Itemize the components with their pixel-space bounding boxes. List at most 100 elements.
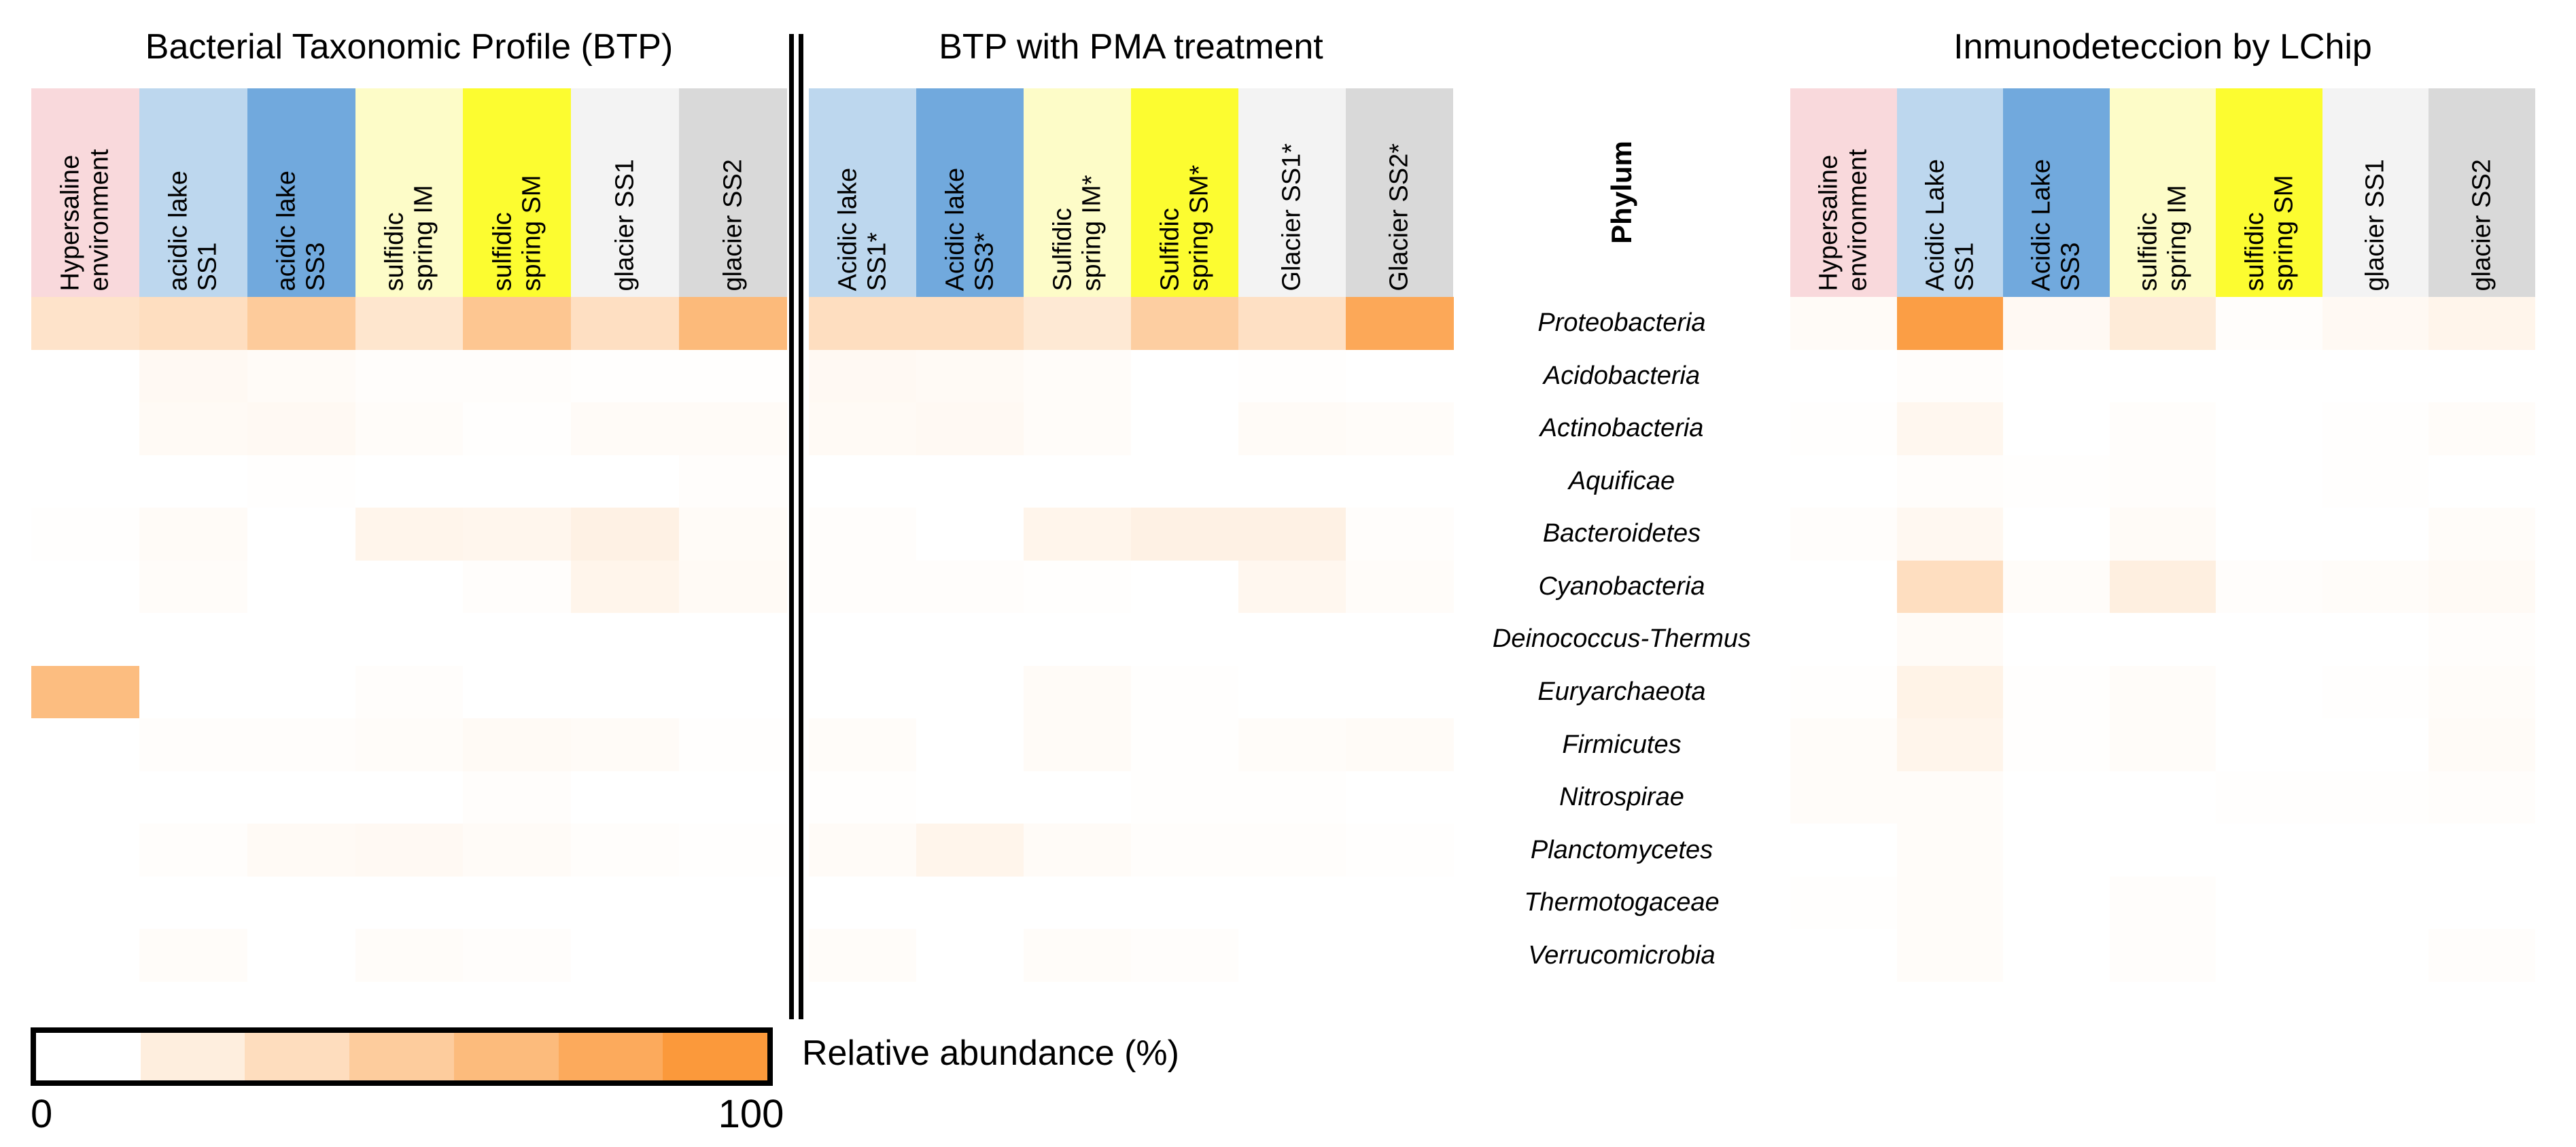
heatmap-cell (1346, 349, 1454, 403)
phylum-label: Firmicutes (1562, 730, 1682, 759)
column-header-label: glacier SS1 (610, 158, 640, 291)
heatmap-cell (1131, 455, 1239, 508)
legend-color-step (349, 1033, 454, 1080)
column-header: Hypersaline environment (1790, 88, 1897, 297)
heatmap-cell (809, 560, 917, 614)
panel-separator-line-left (789, 34, 794, 1019)
heatmap-cell (463, 929, 572, 983)
column-header: sulfidic spring SM (463, 88, 572, 297)
column-header-label: Sulfidic spring SM* (1155, 164, 1213, 291)
heatmap-cell (1238, 560, 1346, 614)
column-header: sulfidic spring IM (355, 88, 464, 297)
column-header: Acidic Lake SS1 (1896, 88, 2004, 297)
heatmap-cell (571, 771, 680, 824)
heatmap-cell (2322, 297, 2429, 351)
heatmap-cell (809, 718, 917, 772)
heatmap-cell (571, 876, 680, 930)
heatmap-cell (1790, 718, 1898, 772)
heatmap-cell (247, 771, 356, 824)
heatmap-cell (355, 876, 464, 930)
heatmap-cell (247, 560, 356, 614)
column-header-label: Acidic Lake SS3 (2027, 158, 2085, 291)
heatmap-cell (1238, 876, 1346, 930)
heatmap-cell (355, 455, 464, 508)
heatmap-cell (139, 876, 248, 930)
heatmap-cell (31, 876, 140, 930)
heatmap-cell (355, 560, 464, 614)
heatmap-cell (916, 613, 1024, 667)
legend-title: Relative abundance (%) (802, 1034, 1179, 1073)
heatmap-cell (2322, 402, 2429, 456)
column-header-label: Acidic Lake SS1 (1921, 158, 1979, 291)
heatmap-cell (1896, 876, 2004, 930)
heatmap-cell (2216, 876, 2323, 930)
heatmap-cell (571, 929, 680, 983)
heatmap-cell (1896, 402, 2004, 456)
heatmap-cell (679, 508, 788, 561)
heatmap-cell (247, 349, 356, 403)
heatmap-cell (31, 613, 140, 667)
heatmap-cell (2003, 349, 2110, 403)
heatmap-cell (1024, 771, 1132, 824)
heatmap-cell (247, 824, 356, 877)
heatmap-cell (1131, 402, 1239, 456)
phylum-label: Verrucomicrobia (1528, 940, 1716, 970)
heatmap-cell (139, 771, 248, 824)
phylum-label: Actinobacteria (1539, 414, 1704, 443)
heatmap-cell (139, 824, 248, 877)
heatmap-cell (1790, 560, 1898, 614)
heatmap-cell (2109, 297, 2216, 351)
heatmap-cell (571, 665, 680, 719)
column-header-label: acidic lake SS1 (164, 170, 222, 291)
heatmap-cell (2109, 824, 2216, 877)
heatmap-cell (31, 718, 140, 772)
panel2-title: BTP with PMA treatment (939, 27, 1323, 67)
heatmap-cell (2216, 718, 2323, 772)
legend-color-step (140, 1033, 245, 1080)
heatmap-cell (571, 455, 680, 508)
heatmap-cell (2109, 718, 2216, 772)
legend-color-step (663, 1033, 768, 1080)
phylum-label: Nitrospirae (1559, 783, 1684, 812)
heatmap-cell (2216, 297, 2323, 351)
heatmap-cell (2216, 613, 2323, 667)
heatmap-cell (2429, 613, 2536, 667)
heatmap-cell (247, 665, 356, 719)
heatmap-cell (1131, 560, 1239, 614)
heatmap-cell (2109, 876, 2216, 930)
column-header-label: sulfidic spring SM (488, 174, 546, 291)
heatmap-cell (247, 718, 356, 772)
heatmap-cell (1790, 876, 1898, 930)
column-header-label: glacier SS2 (2467, 158, 2496, 291)
heatmap-cell (1238, 297, 1346, 351)
heatmap-cell (1896, 508, 2004, 561)
heatmap-cell (1024, 455, 1132, 508)
column-header: Sulfidic spring IM* (1024, 88, 1131, 297)
column-header-label: sulfidic spring IM (2134, 184, 2191, 291)
heatmap-cell (2429, 560, 2536, 614)
heatmap-cell (355, 718, 464, 772)
heatmap-cell (916, 929, 1024, 983)
legend-color-step (36, 1033, 141, 1080)
column-header: Sulfidic spring SM* (1131, 88, 1238, 297)
phylum-column-header: Phylum (1605, 141, 1637, 244)
heatmap-cell (2216, 560, 2323, 614)
heatmap-cell (463, 613, 572, 667)
heatmap-cell (31, 297, 140, 351)
heatmap-cell (31, 455, 140, 508)
heatmap-cell (1346, 508, 1454, 561)
column-header: glacier SS1 (2322, 88, 2429, 297)
heatmap-cell (1790, 508, 1898, 561)
heatmap-cell (355, 824, 464, 877)
heatmap-cell (1790, 771, 1898, 824)
heatmap-cell (916, 297, 1024, 351)
heatmap-cell (1346, 718, 1454, 772)
heatmap-cell (2322, 455, 2429, 508)
heatmap-cell (2429, 718, 2536, 772)
heatmap-cell (1790, 929, 1898, 983)
heatmap-cell (571, 297, 680, 351)
heatmap-cell (809, 876, 917, 930)
heatmap-cell (1131, 771, 1239, 824)
heatmap-cell (355, 349, 464, 403)
